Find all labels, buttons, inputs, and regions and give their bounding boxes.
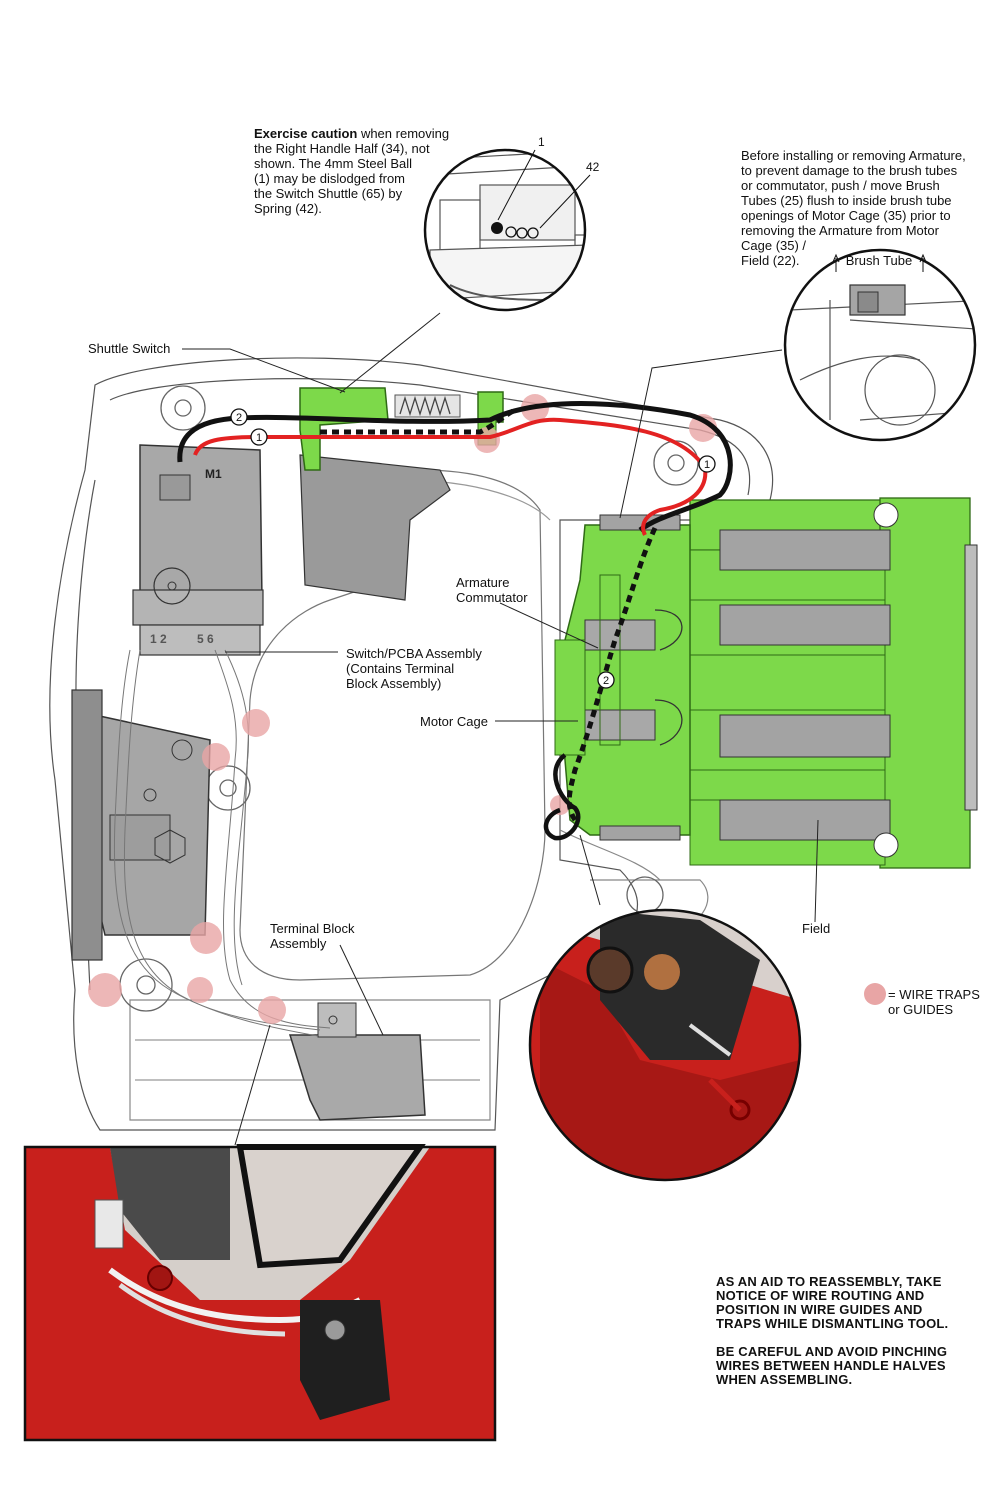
wire-1-top-callout: 1 — [256, 432, 262, 444]
terminal-block-photo — [23, 1144, 497, 1442]
caution-text: when removing the Right Handle Half (34)… — [254, 126, 450, 216]
ball-callout: 1 — [538, 135, 545, 149]
black-wire-loop — [543, 753, 581, 841]
terminal-12-label: 1 2 — [150, 632, 167, 646]
wire-2-top-callout: 2 — [236, 412, 242, 424]
ball-spring-detail-circle: 1 42 — [423, 135, 600, 312]
wire-trap-legend-dot — [864, 983, 886, 1005]
caution-note: Exercise caution when removing the Right… — [254, 126, 494, 216]
wire-traps — [88, 394, 717, 1024]
shuttle-switch-label: Shuttle Switch — [88, 341, 171, 356]
motor-field-assembly — [554, 497, 978, 869]
brush-tube-label: Brush Tube — [846, 253, 913, 268]
dotted-wire-top — [320, 407, 517, 435]
reassembly-note: AS AN AID TO REASSEMBLY, TAKE NOTICE OF … — [716, 1274, 949, 1387]
wire-1-right-callout: 1 — [704, 459, 710, 471]
switch-pcba-assembly: M1 1 2 5 6 — [71, 444, 451, 961]
field-label: Field — [802, 921, 831, 936]
leader-lines — [182, 312, 819, 1146]
commutator-photo-circle — [528, 908, 802, 1182]
spring-callout: 42 — [586, 160, 600, 174]
dotted-wire-motor — [566, 526, 658, 822]
terminal-block-assembly — [288, 1002, 426, 1121]
switch-pcba-label: Switch/PCBA Assembly (Contains Terminal … — [346, 646, 482, 691]
armature-commutator-label: Armature Commutator — [456, 575, 528, 605]
armature-note: Before installing or removing Armature, … — [741, 148, 966, 268]
terminal-block-label: Terminal Block Assembly — [270, 921, 355, 951]
wire-trap-legend: = WIRE TRAPS or GUIDES — [888, 987, 980, 1017]
m1-label: M1 — [205, 467, 222, 481]
caution-bold: Exercise caution — [254, 126, 358, 141]
terminal-56-label: 5 6 — [197, 632, 214, 646]
motor-cage-label: Motor Cage — [420, 714, 488, 729]
wire-callouts: 2 1 1 2 — [230, 408, 716, 689]
brush-tube-detail-circle: Brush Tube — [783, 248, 977, 442]
black-wire — [177, 401, 733, 533]
wire-2-motor-callout: 2 — [603, 675, 609, 687]
